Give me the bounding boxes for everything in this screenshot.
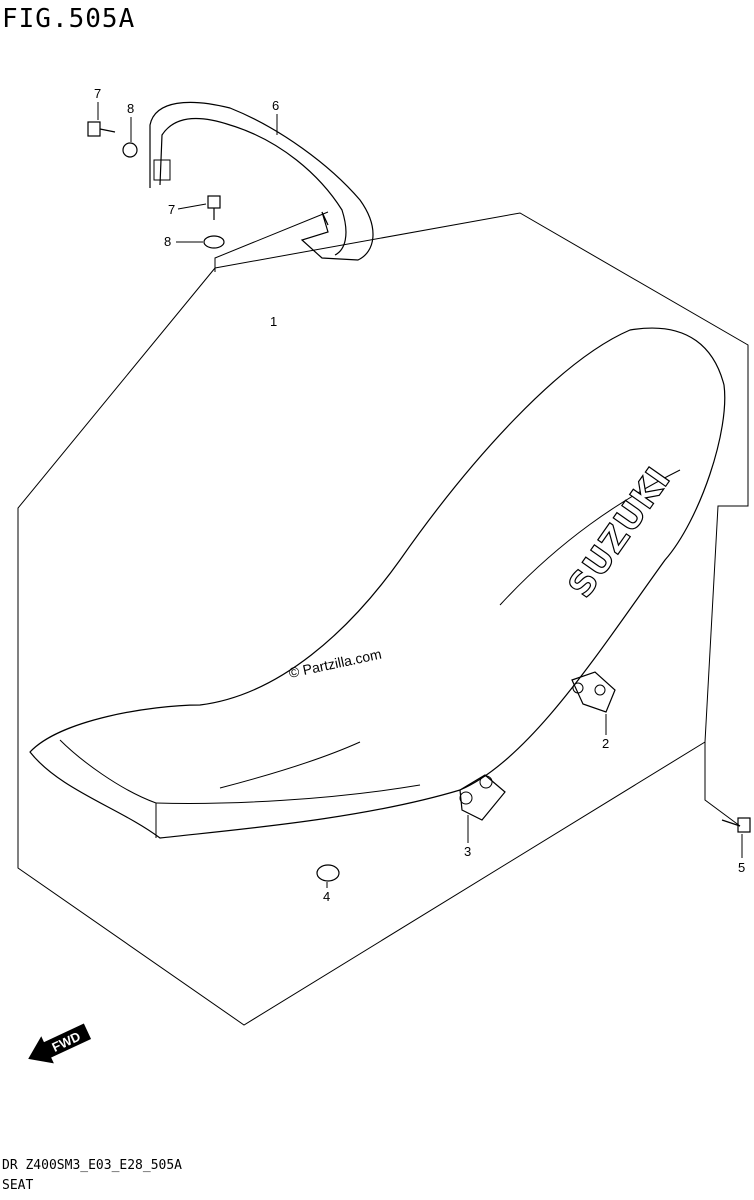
callout-6: 6 bbox=[272, 98, 279, 113]
section-name: SEAT bbox=[2, 1178, 34, 1193]
fwd-label: FWD bbox=[50, 1029, 83, 1055]
bracket-front-part[interactable] bbox=[459, 774, 506, 821]
assembly-outline bbox=[17, 212, 749, 1026]
callout-7-lower: 7 bbox=[168, 202, 175, 217]
callout-1: 1 bbox=[270, 314, 277, 329]
cushion-part[interactable] bbox=[316, 864, 340, 882]
seat-part[interactable] bbox=[29, 327, 726, 839]
callout-2: 2 bbox=[602, 736, 609, 751]
diagram-code: DR Z400SM3_E03_E28_505A bbox=[2, 1158, 183, 1173]
callout-7-upper: 7 bbox=[94, 86, 101, 101]
callout-3: 3 bbox=[464, 844, 471, 859]
bolt-upper-part[interactable] bbox=[87, 121, 116, 137]
grab-handle-part[interactable] bbox=[149, 101, 374, 272]
callout-5: 5 bbox=[738, 860, 745, 875]
watermark-text: © Partzilla.com bbox=[287, 646, 383, 681]
figure-title: FIG.505A bbox=[2, 4, 136, 34]
callout-8-upper: 8 bbox=[127, 101, 134, 116]
callout-8-lower: 8 bbox=[164, 234, 171, 249]
washer-lower-part[interactable] bbox=[203, 235, 225, 249]
bolt-lower-part[interactable] bbox=[207, 195, 221, 220]
callout-4: 4 bbox=[323, 889, 330, 904]
washer-upper-part[interactable] bbox=[122, 142, 138, 158]
fwd-arrow-icon: FWD bbox=[28, 1023, 92, 1064]
bolt-seat-part[interactable] bbox=[704, 742, 751, 833]
bracket-rear-part[interactable] bbox=[571, 671, 616, 713]
